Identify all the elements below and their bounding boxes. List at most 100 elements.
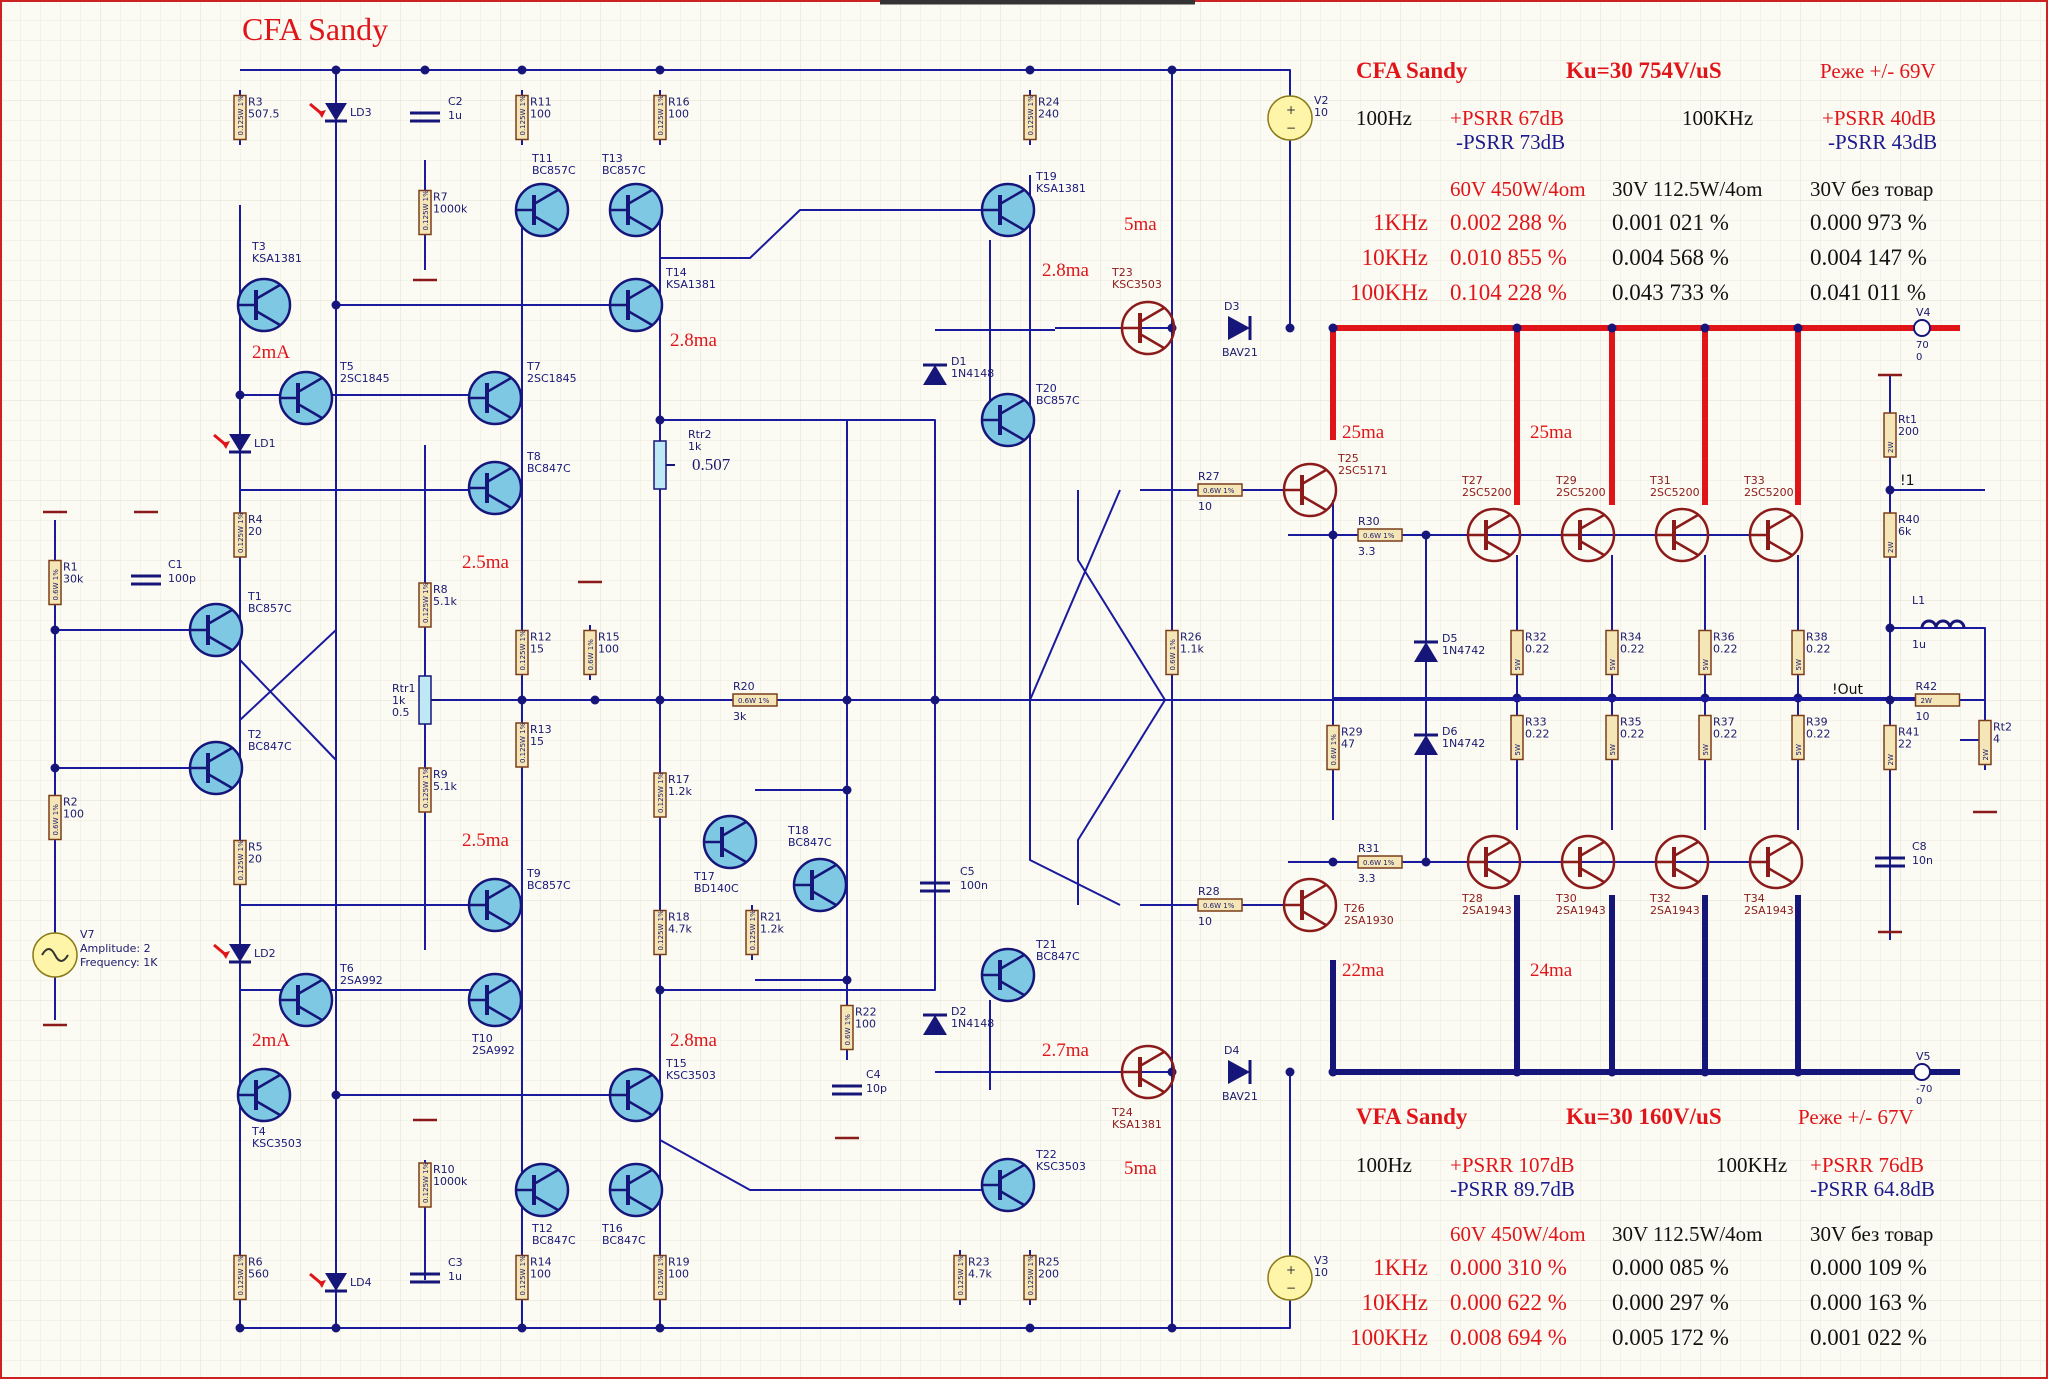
- transistor-emitter-leg: [1139, 1076, 1165, 1094]
- resistor-ref: R31: [1358, 842, 1380, 855]
- junction-dot: [1328, 323, 1338, 333]
- resistor-body: [653, 94, 667, 141]
- pot-ref: Rtr1: [392, 682, 415, 695]
- transistor-collector-leg: [627, 1168, 653, 1186]
- vfa-results-panel: VFA Sandy Ku=30 160V/uS Реже +/- 67V 100…: [1350, 1104, 1935, 1350]
- transistor-ref: T6: [339, 962, 354, 975]
- junction-dot: [1512, 1067, 1522, 1077]
- resistor-value: 10: [1198, 500, 1212, 513]
- source-frequency: Frequency: 1K: [80, 956, 158, 969]
- transistor-collector-leg: [1301, 883, 1327, 901]
- transistor-emitter-leg: [207, 634, 233, 652]
- junction-dot: [1700, 323, 1710, 333]
- transistor-part: KSA1381: [1036, 182, 1086, 195]
- vfa-lf-psrr-pos: +PSRR 107dB: [1450, 1153, 1574, 1177]
- capacitor-value: 100p: [168, 572, 196, 585]
- terminal-value: 70: [1916, 340, 1929, 351]
- resistor-value: 560: [248, 1268, 269, 1281]
- transistor-emitter-leg: [1485, 539, 1511, 557]
- wire: [239, 659, 337, 761]
- vfa-supply: Реже +/- 67V: [1798, 1105, 1914, 1129]
- resistor-value: 100: [63, 808, 84, 821]
- resistor-body: [1698, 629, 1712, 676]
- transistor-emitter-leg: [1579, 866, 1605, 884]
- supply-plus: +: [1286, 1263, 1296, 1277]
- transistor-ref: T20: [1035, 382, 1057, 395]
- resistor-value: 0.22: [1806, 728, 1831, 741]
- cfa-hf-psrr-pos: +PSRR 40dB: [1822, 106, 1936, 130]
- current-label: 2.8ma: [670, 1030, 718, 1051]
- junction-dot: [1885, 623, 1895, 633]
- transistor-collector-leg: [255, 1073, 281, 1091]
- capacitor-ref: C2: [448, 95, 463, 108]
- resistor-value: 3k: [733, 710, 747, 723]
- diode-ref: D3: [1224, 300, 1239, 313]
- resistor-body: [1914, 693, 1961, 707]
- transistor-ref: T30: [1555, 892, 1577, 905]
- resistor-ref: R21: [760, 911, 782, 924]
- transistor-collector-leg: [207, 746, 233, 764]
- diode-part: 1N4148: [951, 367, 994, 380]
- transistor-ref: T31: [1649, 474, 1671, 487]
- led-ld4: LD4: [309, 1272, 372, 1293]
- resistor-body: [418, 1162, 432, 1208]
- resistor-ref: R17: [668, 773, 690, 786]
- resistor-package: 5W: [1795, 659, 1803, 670]
- diode-part: BAV21: [1222, 1090, 1258, 1103]
- resistor-body: [1698, 714, 1712, 761]
- vfa-col-header-1: 60V 450W/4om: [1450, 1222, 1586, 1246]
- junction-dot: [331, 1323, 341, 1333]
- led-arrowhead: [222, 951, 230, 959]
- current-label: 2.7ma: [1042, 1040, 1090, 1061]
- supply-value: 10: [1314, 106, 1328, 119]
- resistor-package: 0.6W 1%: [1363, 859, 1395, 867]
- pot-body: [653, 440, 667, 490]
- resistor-body: [745, 909, 759, 956]
- resistor-package: 0.125W 1%: [237, 512, 245, 553]
- junction-dot: [1512, 323, 1522, 333]
- transistor-ref: T14: [665, 266, 687, 279]
- resistor-ref: R24: [1038, 96, 1060, 109]
- resistor-body: [653, 909, 667, 956]
- transistor-collector-leg: [486, 376, 512, 394]
- transistor-collector-leg: [627, 283, 653, 301]
- resistor-ref: R12: [530, 631, 552, 644]
- resistor-r9: 0.125W 1%R95.1k: [418, 765, 457, 815]
- resistor-value: 100: [530, 108, 551, 121]
- resistor-body: [515, 722, 529, 768]
- junction-dot: [1700, 1067, 1710, 1077]
- led-ref: LD2: [254, 947, 276, 960]
- diode-triangle: [1414, 642, 1438, 662]
- resistor-value: 507.5: [248, 108, 280, 121]
- resistor-value: 47: [1341, 738, 1355, 751]
- junction-dot: [235, 390, 245, 400]
- junction-dot: [655, 65, 665, 75]
- capacitor-value: 1u: [448, 1270, 462, 1283]
- transistor-collector-leg: [811, 863, 837, 881]
- resistor-value: 100: [668, 108, 689, 121]
- current-label: 25ma: [1530, 422, 1573, 443]
- resistor-body: [418, 767, 432, 813]
- resistor-ref: R41: [1898, 726, 1920, 739]
- transistor-collector-leg: [1485, 840, 1511, 858]
- resistor-package: 0.6W 1%: [52, 569, 60, 601]
- resistor-value: 0.22: [1620, 728, 1645, 741]
- resistor-ref: R9: [433, 768, 448, 781]
- resistor-value: 10: [1198, 915, 1212, 928]
- resistor-ref: R42: [1916, 680, 1938, 693]
